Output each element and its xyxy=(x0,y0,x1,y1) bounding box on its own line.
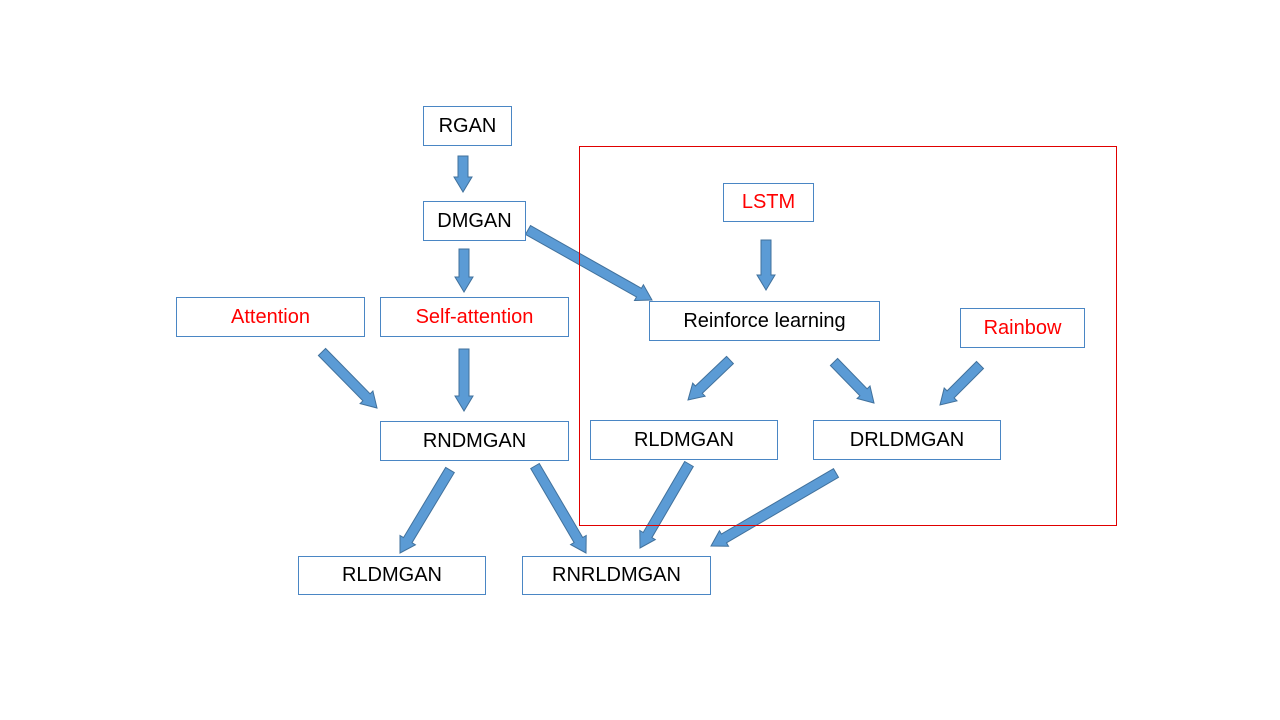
node-label: RLDMGAN xyxy=(633,428,734,451)
node-label: Attention xyxy=(231,305,310,328)
arrow-reinforce-to-rldmgan xyxy=(687,355,735,401)
node-rainbow: Rainbow xyxy=(960,308,1085,348)
arrow-rndmgan-to-rldmgan xyxy=(399,466,455,554)
node-label: LSTM xyxy=(741,191,796,213)
node-rldmgan-left: RLDMGAN xyxy=(298,556,486,595)
arrow-dmgan-to-self-attention xyxy=(454,248,474,293)
arrow-dmgan-to-reinforce-learning xyxy=(524,224,653,302)
node-label: RNRLDMGAN xyxy=(552,564,681,586)
node-label: RLDMGAN xyxy=(341,564,442,586)
node-label: Self-attention xyxy=(415,305,534,328)
node-label: Rainbow xyxy=(983,316,1062,339)
node-rndmgan: RNDMGAN xyxy=(380,421,569,461)
arrow-rainbow-to-drldmgan xyxy=(939,360,985,406)
node-label: DRLDMGAN xyxy=(849,428,965,451)
arrow-self-attention-to-rndmgan xyxy=(454,348,474,412)
node-self-attention: Self-attention xyxy=(380,297,569,337)
arrow-rndmgan-to-rnrldmgan xyxy=(530,462,587,554)
node-label: Reinforce learning xyxy=(683,309,846,332)
node-lstm: LSTM xyxy=(723,183,814,222)
node-rnrldmgan: RNRLDMGAN xyxy=(522,556,711,595)
node-label: DMGAN xyxy=(437,209,512,232)
arrow-reinforce-to-drldmgan xyxy=(829,357,875,404)
node-label: RGAN xyxy=(438,114,497,137)
arrow-rgan-to-dmgan xyxy=(453,155,473,193)
arrow-attention-to-rndmgan xyxy=(317,347,378,409)
node-label: RNDMGAN xyxy=(422,429,527,452)
node-rgan: RGAN xyxy=(423,106,512,146)
arrow-drldmgan-to-rnrldmgan xyxy=(710,468,840,547)
highlight-region xyxy=(579,146,1117,526)
node-reinforce-learning: Reinforce learning xyxy=(649,301,880,341)
node-rldmgan-right: RLDMGAN xyxy=(590,420,778,460)
node-dmgan: DMGAN xyxy=(423,201,526,241)
arrow-rldmgan-to-rnrldmgan xyxy=(639,460,694,549)
arrow-lstm-to-reinforce-learning xyxy=(756,239,776,291)
node-drldmgan: DRLDMGAN xyxy=(813,420,1001,460)
node-attention: Attention xyxy=(176,297,365,337)
